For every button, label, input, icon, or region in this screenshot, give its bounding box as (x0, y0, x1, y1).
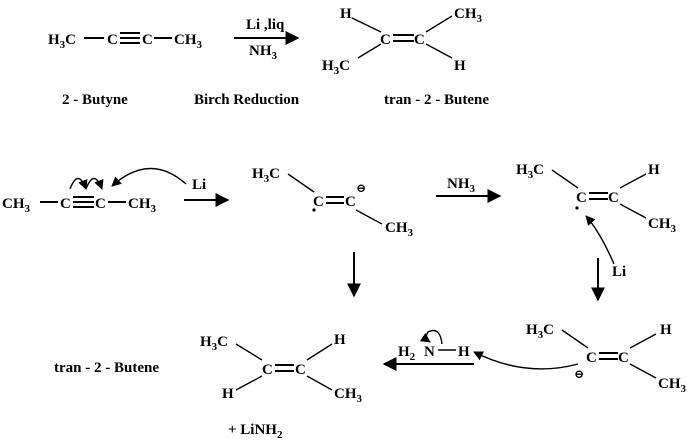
alkene-carbon: C (608, 190, 619, 206)
alkyne-carbon-1: C (107, 32, 118, 48)
alkene-carbon: C (618, 350, 629, 366)
alkyne-carbon-2: C (142, 32, 153, 48)
bond (561, 329, 589, 349)
label-trans-2-butene: tran - 2 - Butene (384, 92, 489, 108)
ch3-label: CH3 (658, 376, 687, 395)
vinyl-radical-structure: H3C C C H CH3 (516, 162, 677, 235)
nh3-step-arrow: NH3 (436, 176, 502, 203)
ch3-label: CH3 (454, 6, 483, 25)
label-final-product: tran - 2 - Butene (54, 360, 159, 376)
bond (425, 43, 453, 59)
alkene-carbon-2: C (414, 32, 425, 48)
alkene-carbon-2: C (295, 362, 306, 378)
vinyl-anion-structure: H3C C ⊖ C H CH3 (526, 322, 687, 395)
anion-electron-arrow (473, 351, 579, 370)
curved-electron-arrow (69, 177, 88, 190)
ch3-label: CH3 (648, 216, 677, 235)
reagent-li-liq: Li ,liq (246, 17, 285, 33)
h-atom: H (660, 322, 672, 338)
h-atom: H (458, 344, 470, 360)
bond (235, 343, 263, 361)
h-atom: H (648, 162, 660, 178)
byproduct-linh2: + LiNH2 (228, 422, 283, 441)
bond (629, 363, 657, 379)
alkene-carbon-1: C (262, 362, 273, 378)
bond (235, 375, 263, 391)
bond (425, 15, 453, 33)
label-birch-reduction: Birch Reduction (194, 92, 300, 108)
h3c-label: H3C (48, 32, 76, 51)
2-butyne-mechanism-structure: CH3 C C CH3 (2, 196, 157, 215)
carbon-radical: C (576, 190, 587, 206)
h-atom: H (334, 332, 346, 348)
li-electron-arrow (111, 167, 187, 187)
li-reagent: Li (612, 264, 626, 280)
bond (619, 173, 647, 189)
h2-label: H2 (398, 344, 416, 363)
radical-anion-structure: H3C C C ⊖ CH3 (252, 166, 414, 239)
li-reagent: Li (192, 177, 206, 193)
h-atom: H (340, 6, 352, 22)
ch3-label: CH3 (385, 220, 414, 239)
label-2-butyne: 2 - Butyne (62, 92, 128, 108)
li-electron-arrow (585, 215, 615, 265)
bond (619, 203, 647, 219)
reagent-nh3: NH3 (249, 43, 278, 62)
bond (629, 333, 657, 349)
reaction-arrow-top: Li ,liq NH3 (234, 17, 300, 62)
ch3-label: CH3 (128, 196, 157, 215)
bond (287, 173, 315, 193)
h3c-label: H3C (252, 166, 280, 185)
nh3-reagent: NH3 (447, 176, 476, 195)
trans-2-butene-final-structure: H3C C C H H CH3 (200, 332, 363, 405)
bond (351, 17, 382, 33)
ammonia-structure: H2 N H (398, 329, 470, 363)
h-atom: H (454, 58, 466, 74)
curved-electron-arrow (85, 177, 104, 190)
carbon-radical: C (313, 194, 324, 210)
carbon-anion: C (586, 350, 597, 366)
h3c-label: H3C (526, 322, 554, 341)
bond-electron-arrow (419, 329, 443, 345)
h3c-label: H3C (516, 162, 544, 181)
ch3-label: CH3 (2, 196, 31, 215)
h3c-label: H3C (322, 58, 350, 77)
bond (355, 209, 383, 225)
ch3-label: CH3 (334, 386, 363, 405)
nitrogen-atom: N (424, 344, 435, 360)
negative-charge: ⊖ (574, 367, 584, 381)
trans-2-butene-structure-top: H CH3 C C H3C H (322, 6, 483, 77)
h3c-label: H3C (200, 334, 228, 353)
radical-dot (312, 208, 316, 212)
negative-charge: ⊖ (356, 181, 366, 195)
bond (306, 343, 333, 361)
carbon-anion: C (345, 194, 356, 210)
radical-dot (575, 206, 579, 210)
bond (357, 43, 382, 59)
ch3-label: CH3 (174, 32, 203, 51)
h-atom: H (222, 386, 234, 402)
bond (306, 375, 333, 391)
alkyne-carbon-1: C (60, 196, 71, 212)
2-butyne-structure: H3C C C CH3 (48, 32, 203, 51)
alkene-carbon-1: C (380, 32, 391, 48)
bond (551, 169, 579, 189)
alkyne-carbon-2: C (95, 196, 106, 212)
